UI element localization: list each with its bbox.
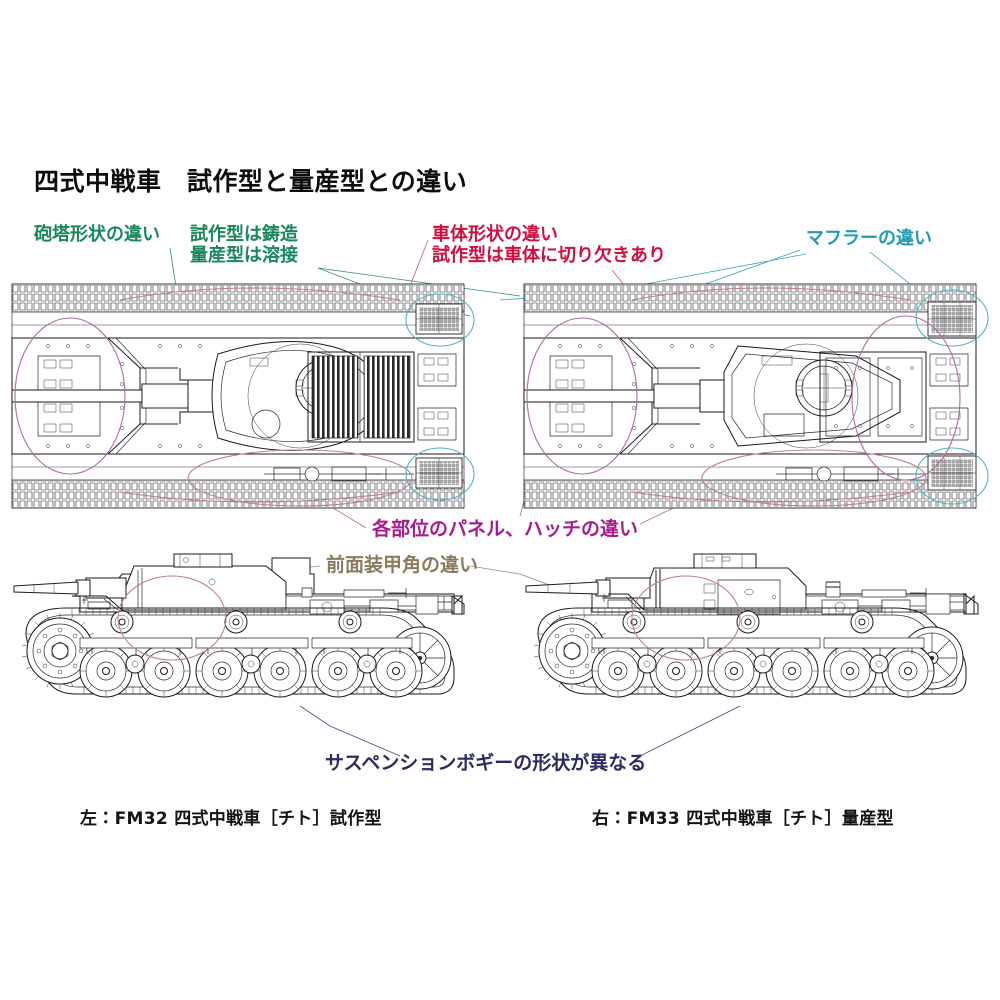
annotation-hull-shape: 車体形状の違い 試作型は車体に切り欠きあり (432, 224, 666, 267)
side-view-production (526, 554, 978, 698)
highlights-right-top (527, 288, 988, 506)
annotation-turret-shape: 砲塔形状の違い (34, 224, 160, 245)
annotation-turret-construction: 試作型は鋳造 量産型は溶接 (190, 224, 298, 267)
side-view-prototype (14, 554, 464, 698)
muffler-top-production (928, 302, 976, 336)
muffler-bottom-production (928, 456, 976, 490)
caption-right-vehicle: 右：FM33 四式中戦車［チト］量産型 (592, 809, 894, 829)
annotation-panels-hatches: 各部位のパネル、ハッチの違い (372, 518, 639, 540)
annotation-front-armor-angle: 前面装甲角の違い (326, 554, 479, 576)
highlight-front-armor-right (632, 576, 740, 660)
annotation-suspension-bogie: サスペンションボギーの形状が異なる (325, 752, 647, 774)
muffler-top-prototype (416, 304, 462, 334)
page-title: 四式中戦車 試作型と量産型との違い (34, 167, 468, 196)
highlight-front-armor-left (118, 576, 226, 660)
annotation-muffler: マフラーの違い (806, 228, 932, 249)
muffler-bottom-prototype (416, 458, 462, 488)
top-view-production (523, 283, 977, 509)
top-view-prototype (11, 283, 465, 509)
caption-left-vehicle: 左：FM32 四式中戦車［チト］試作型 (80, 809, 382, 829)
highlights-left-top (15, 288, 474, 506)
